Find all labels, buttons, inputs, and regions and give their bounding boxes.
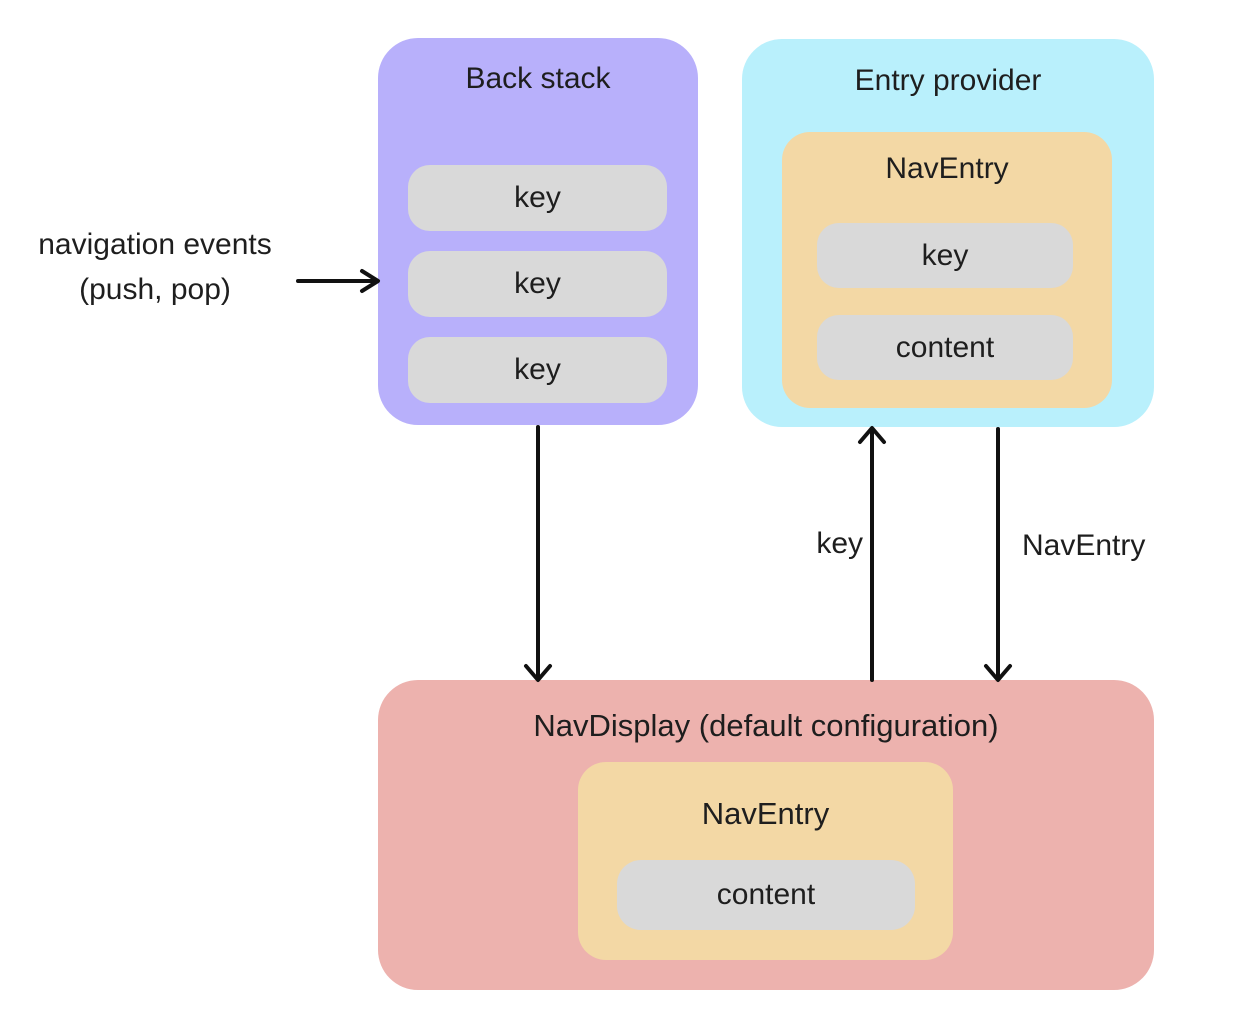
- navigation-events-line1: navigation events: [38, 228, 272, 261]
- nav-entry-box-display: NavEntry content: [578, 762, 953, 960]
- key-arrow-label: key: [816, 527, 863, 560]
- back-stack-key-list: key key key: [408, 165, 667, 403]
- navigation-events-label: navigation events (push, pop): [0, 222, 310, 312]
- back-stack-key-pill: key: [408, 251, 667, 317]
- navigation-events-line2: (push, pop): [79, 273, 231, 306]
- nav-entry-arrow-label: NavEntry: [1022, 529, 1146, 562]
- nav-entry-content-pill: content: [817, 315, 1073, 380]
- nav-display-box: NavDisplay (default configuration) NavEn…: [378, 680, 1154, 990]
- back-stack-title: Back stack: [465, 62, 611, 95]
- entry-provider-box: Entry provider NavEntry key content: [742, 39, 1154, 427]
- nav-entry-box-provider: NavEntry key content: [782, 132, 1112, 408]
- back-stack-key-pill: key: [408, 165, 667, 231]
- nav-display-title: NavDisplay (default configuration): [533, 708, 999, 743]
- back-stack-to-nav-display-arrow-icon: [524, 425, 552, 682]
- back-stack-box: Back stack key key key: [378, 38, 698, 425]
- entry-provider-title: Entry provider: [854, 64, 1042, 97]
- navigation-events-arrow-icon: [296, 269, 380, 293]
- nav-entry-provider-title: NavEntry: [885, 152, 1009, 185]
- nav-entry-display-content-pill: content: [617, 860, 915, 930]
- back-stack-key-pill: key: [408, 337, 667, 403]
- nav-entry-down-arrow-icon: [984, 427, 1012, 682]
- nav-entry-display-title: NavEntry: [701, 796, 830, 831]
- key-up-arrow-icon: [858, 426, 886, 682]
- nav-entry-key-pill: key: [817, 223, 1073, 288]
